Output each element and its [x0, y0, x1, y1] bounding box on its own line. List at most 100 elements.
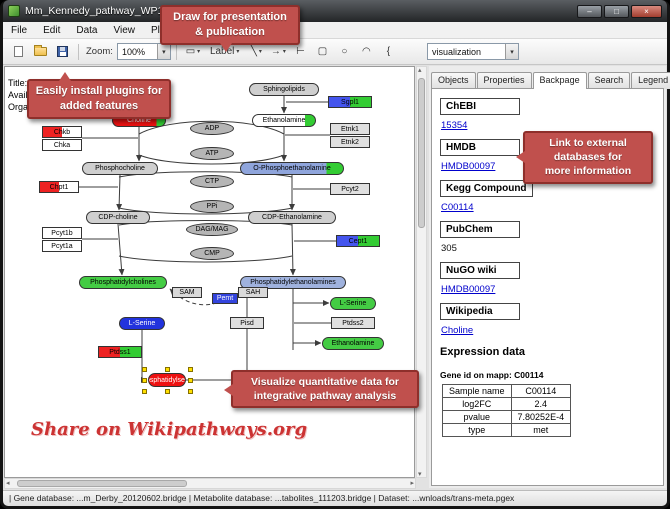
tab-properties[interactable]: Properties [476, 72, 532, 89]
share-banner-text: Share on Wikipathways.org [31, 419, 308, 440]
pathway-node-phosphatidylcholines[interactable]: Phosphatidylcholines [79, 275, 167, 289]
pathway-node-sphingolipids[interactable]: Sphingolipids [249, 82, 319, 96]
line-tool-icon: ╲ [250, 46, 257, 57]
brace-tool[interactable]: { [378, 42, 398, 62]
visualization-combo[interactable]: visualization ▾ [427, 43, 519, 60]
pathway-gene-pcyt1a[interactable]: Pcyt1a [42, 240, 82, 252]
backpage-value-nugo-wiki[interactable]: HMDB00097 [441, 284, 496, 295]
title-bar[interactable]: Mm_Kennedy_pathway_WP1771_45176.gpml –□× [3, 0, 667, 22]
menu-file[interactable]: File [11, 24, 28, 36]
pathway-node-phosphatidylserine[interactable]: Phosphatidylserine [148, 373, 186, 387]
zoom-dropdown-arrow-icon[interactable]: ▾ [156, 44, 170, 59]
backpage-value-hmdb[interactable]: HMDB00097 [441, 161, 496, 172]
expression-table-cell: 2.4 [510, 397, 572, 411]
selection-handle [187, 377, 193, 383]
pathway-canvas[interactable]: Title:AvailabilityOrganism: Share on Wik… [4, 66, 415, 478]
pathway-cofactor-dag-mag[interactable]: DAG/MAG [186, 222, 238, 236]
brace-tool-icon: { [386, 46, 391, 57]
backpage-value-pubchem: 305 [441, 243, 457, 254]
floppy-icon [56, 46, 68, 57]
dropdown-caret-icon: ▾ [282, 49, 286, 55]
horizontal-scrollbar-thumb[interactable] [17, 480, 187, 487]
selection-handle [141, 366, 147, 372]
pathway-gene-chkb[interactable]: Chkb [42, 126, 82, 138]
pathway-edge [138, 154, 285, 165]
pathway-node-o-phosphoethanolamine[interactable]: O-Phosphoethanolamine [240, 161, 344, 175]
gene-id-on-mapp: Gene id on mapp: C00114 [440, 370, 544, 380]
tab-backpage[interactable]: Backpage [532, 72, 587, 89]
backpage-header-kegg-compound: Kegg Compound [440, 180, 533, 197]
pathway-node-l-serine[interactable]: L-Serine [119, 316, 165, 330]
pathway-gene-ptdss1[interactable]: Ptdss1 [98, 346, 142, 358]
pathway-edge [141, 330, 148, 383]
file-button-group [7, 42, 73, 62]
pathway-gene-chka[interactable]: Chka [42, 139, 82, 151]
pathway-gene-etnk2[interactable]: Etnk2 [330, 136, 370, 148]
pathway-info-line: Title: [8, 78, 28, 88]
pathway-cofactor-adp[interactable]: ADP [190, 121, 234, 135]
pathway-edge [289, 223, 296, 276]
pathway-gene-cept1[interactable]: Cept1 [336, 235, 380, 247]
callout-external-databases: Link to external databases for more info… [516, 131, 653, 184]
zoom-combo[interactable]: 100% ▾ [116, 43, 171, 60]
pathway-gene-ptdss2[interactable]: Ptdss2 [331, 317, 375, 329]
pathway-gene-pcyt2[interactable]: Pcyt2 [330, 183, 370, 195]
horizontal-scrollbar[interactable] [4, 478, 416, 489]
pathway-node-ethanolamine[interactable]: Ethanolamine [252, 113, 316, 127]
pathway-cofactor-ppi[interactable]: PPi [190, 199, 234, 213]
backpage-header-pubchem: PubChem [440, 221, 520, 238]
new-pathway-button[interactable] [8, 42, 28, 62]
pathway-edge [116, 174, 123, 211]
pathway-cofactor-atp[interactable]: ATP [190, 146, 234, 160]
callout-visualize-data: Visualize quantitative data for integrat… [224, 370, 419, 409]
backpage-value-chebi[interactable]: 15354 [441, 120, 468, 131]
expression-table-cell: log2FC [442, 397, 512, 411]
tab-search[interactable]: Search [587, 72, 631, 89]
window-title: Mm_Kennedy_pathway_WP1771_45176.gpml [25, 5, 242, 17]
window-controls: –□× [575, 4, 662, 18]
menu-data[interactable]: Data [76, 24, 98, 36]
oval-tool-icon: ○ [341, 46, 348, 57]
close-button[interactable]: × [631, 4, 662, 18]
save-pathway-button[interactable] [52, 42, 72, 62]
oval-tool[interactable]: ○ [334, 42, 354, 62]
pathway-gene-sgpl1[interactable]: Sgpl1 [328, 96, 372, 108]
visualization-dropdown-arrow-icon[interactable]: ▾ [505, 44, 518, 59]
backpage-value-wikipedia[interactable]: Choline [441, 325, 474, 336]
tab-objects[interactable]: Objects [431, 72, 476, 89]
rect-tool[interactable]: ▢ [312, 42, 332, 62]
pathway-node-cdp-ethanolamine[interactable]: CDP-Ethanolamine [248, 210, 336, 224]
expression-data-title: Expression data [440, 346, 525, 358]
selection-handle [187, 366, 193, 372]
backpage-value-kegg-compound[interactable]: C00114 [441, 202, 474, 213]
pathway-gene-pisd[interactable]: Pisd [230, 317, 264, 329]
pathway-gene-pcyt1b[interactable]: Pcyt1b [42, 227, 82, 239]
menu-view[interactable]: View [113, 24, 135, 36]
dropdown-caret-icon: ▾ [236, 49, 240, 55]
tab-legend[interactable]: Legend [631, 72, 670, 89]
pathway-node-cdp-choline[interactable]: CDP-choline [86, 210, 150, 224]
vertical-scrollbar[interactable] [416, 66, 427, 478]
menu-edit[interactable]: Edit [43, 24, 61, 36]
pathway-gene-sam[interactable]: SAM [172, 286, 202, 298]
pathway-gene-sah[interactable]: SAH [238, 286, 268, 298]
backpage-header-chebi: ChEBI [440, 98, 520, 115]
backpage-header-wikipedia: Wikipedia [440, 303, 520, 320]
expression-table-cell: Sample name [442, 384, 512, 398]
pathway-cofactor-cmp[interactable]: CMP [190, 246, 234, 260]
open-pathway-button[interactable] [30, 42, 50, 62]
tbar-tool-icon: ⊢ [296, 46, 305, 57]
pathway-gene-pemt[interactable]: Pemt [212, 292, 238, 304]
pathway-gene-chpt1[interactable]: Chpt1 [39, 181, 79, 193]
vertical-scrollbar-thumb[interactable] [418, 78, 425, 228]
pathway-cofactor-ctp[interactable]: CTP [190, 174, 234, 188]
arc-tool[interactable]: ◠ [356, 42, 376, 62]
maximize-button[interactable]: □ [604, 4, 629, 18]
pathway-node-phosphatidylethanolamines[interactable]: Phosphatidylethanolamines [240, 275, 346, 289]
minimize-button[interactable]: – [577, 4, 602, 18]
pathway-node-ethanolamine[interactable]: Ethanolamine [322, 336, 384, 350]
pathway-gene-etnk1[interactable]: Etnk1 [330, 123, 370, 135]
pathway-node-l-serine[interactable]: L-Serine [330, 296, 376, 310]
pathway-node-phosphocholine[interactable]: Phosphocholine [82, 161, 158, 175]
